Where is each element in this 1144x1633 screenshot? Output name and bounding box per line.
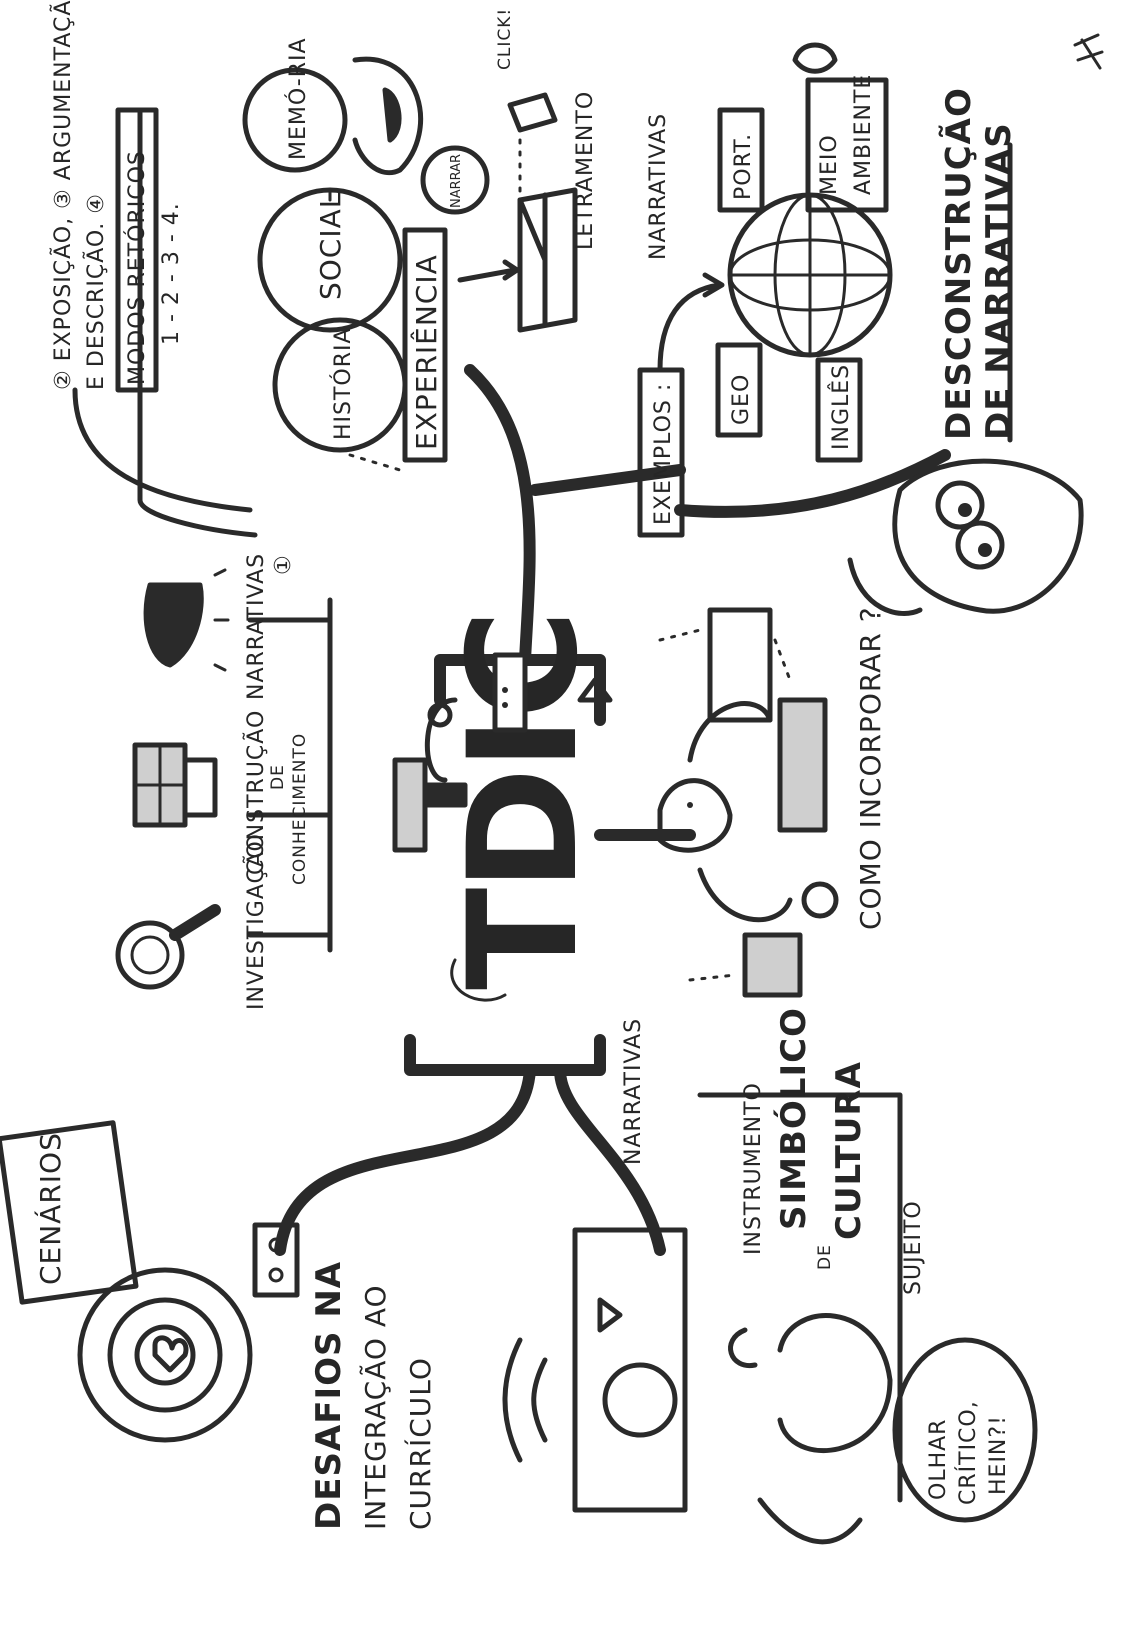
simbolico-label: SIMBÓLICO: [773, 1007, 814, 1230]
narrar-label: NARRAR: [449, 154, 464, 208]
item-construcao: CONSTRUÇÃO: [242, 710, 269, 875]
olhar-line-3: HEIN?!: [986, 1415, 1011, 1495]
book-icon: LETRAMENTO: [517, 91, 598, 333]
modes-line-2: E DESCRIÇÃO. ④: [82, 193, 109, 390]
exemplos-label: EXEMPLOS :: [651, 383, 676, 525]
ingles-label: INGLÊS: [828, 364, 854, 450]
game-controller-icon: [252, 1222, 300, 1298]
video-screen: [572, 1227, 688, 1513]
open-mouth-icon: [143, 568, 230, 672]
narrativas-right-label: NARRATIVAS: [646, 113, 671, 260]
narrativas-bottom-label: NARRATIVAS: [621, 1018, 646, 1165]
spiral-icon: [728, 1327, 758, 1368]
olhar-line-2: CRÍTICO,: [955, 1400, 981, 1505]
item-conhecimento: CONHECIMENTO: [290, 733, 310, 885]
meio-label: MEIO: [817, 134, 842, 195]
desafios-line-2: INTEGRAÇÃO AO: [359, 1284, 392, 1530]
click-pointer-icon: CLICK!: [495, 8, 558, 202]
social-label: SOCIAL: [314, 192, 347, 300]
desafios-line-1: DESAFIOS NA: [309, 1261, 349, 1530]
speech-bubble: [892, 1337, 1038, 1523]
bottom-branch: NARRATIVAS INSTRUMENTO SIMBÓLICO DE CULT…: [502, 1007, 1038, 1545]
modes-line-1: ② EXPOSIÇÃO, ③ ARGUMENTAÇÃO: [49, 0, 76, 390]
target-icon: [77, 1267, 253, 1443]
memory-head: MEMÓ-RIA: [242, 37, 424, 202]
desafios-line-3: CURRÍCULO: [403, 1357, 437, 1530]
projector-icon: [707, 607, 773, 723]
cultura-label: CULTURA: [829, 1061, 869, 1240]
scenario-papers: [0, 1120, 139, 1305]
port-label: PORT.: [731, 133, 756, 200]
subject-head: [777, 1313, 893, 1453]
examples-section: EXEMPLOS : NARRATIVAS: [637, 113, 725, 538]
character-big-eyes: [847, 458, 1084, 616]
building-blocks-icon: [132, 742, 218, 828]
modes-title: MODOS RETÓRICOS: [124, 150, 150, 385]
memoria-label: MEMÓ-RIA: [285, 37, 311, 160]
face-in-screen: [602, 1362, 678, 1438]
experiencia-label: EXPERIÊNCIA: [409, 254, 443, 450]
play-icon: [597, 1297, 623, 1333]
experience-cluster: HISTÓRIA SOCIAL EXPERIÊNCIA: [257, 187, 520, 472]
narrar-bubble: NARRAR: [420, 145, 490, 215]
phone-icon: [742, 932, 803, 998]
globe-icon: GEO PORT. INGLÊS MEIO AMBIENTE: [715, 42, 893, 463]
olhar-line-1: OLHAR: [926, 1419, 951, 1500]
geo-label: GEO: [729, 374, 754, 425]
mouse-icon: [801, 881, 839, 919]
letramento-label: LETRAMENTO: [573, 91, 598, 250]
winged-character: [657, 701, 793, 923]
magnifier-icon: [115, 904, 221, 990]
como-incorporar-section: COMO INCORPORAR ?: [854, 606, 887, 930]
item-de: DE: [268, 764, 288, 790]
ambiente-label: AMBIENTE: [851, 74, 876, 195]
laptop-icon: [777, 697, 828, 833]
item-narrativas: NARRATIVAS: [244, 553, 269, 700]
marker-1: ①: [271, 554, 296, 575]
central-topic: TDIC: [392, 613, 613, 1002]
sound-waves: [502, 1337, 548, 1463]
knowledge-items: INVESTIGAÇÃO CONSTRUÇÃO DE CONHECIMENTO …: [242, 553, 310, 1010]
de-label: DE: [815, 1244, 835, 1270]
desconstrucao-line-2: DE NARRATIVAS: [979, 122, 1019, 440]
sujeito-label: SUJEITO: [901, 1200, 926, 1295]
rhetorical-modes-box: MODOS RETÓRICOS 1 - 2 - 3 - 4. ② EXPOSIÇ…: [49, 0, 184, 393]
signature-mark: [1073, 33, 1104, 70]
desconstrucao-line-1: DESCONSTRUÇÃO: [938, 87, 979, 440]
cat-figure: [757, 1497, 863, 1545]
left-branch: CENÁRIOS DESAFIOS NA INTEGRAÇÃO AO CURRÍ…: [0, 1120, 437, 1530]
connector-lines: [72, 107, 1013, 1503]
como-incorporar-label: COMO INCORPORAR ?: [854, 606, 887, 930]
modes-numbers: 1 - 2 - 3 - 4.: [159, 202, 184, 345]
click-label: CLICK!: [495, 8, 515, 70]
devices-cluster: [658, 607, 839, 998]
instrumento-label: INSTRUMENTO: [741, 1082, 766, 1255]
historia-label: HISTÓRIA: [330, 327, 356, 440]
deconstruction-section: DESCONSTRUÇÃO DE NARRATIVAS: [938, 87, 1019, 440]
item-investigacao: INVESTIGAÇÃO: [242, 833, 269, 1010]
cenarios-label: CENÁRIOS: [33, 1132, 67, 1285]
